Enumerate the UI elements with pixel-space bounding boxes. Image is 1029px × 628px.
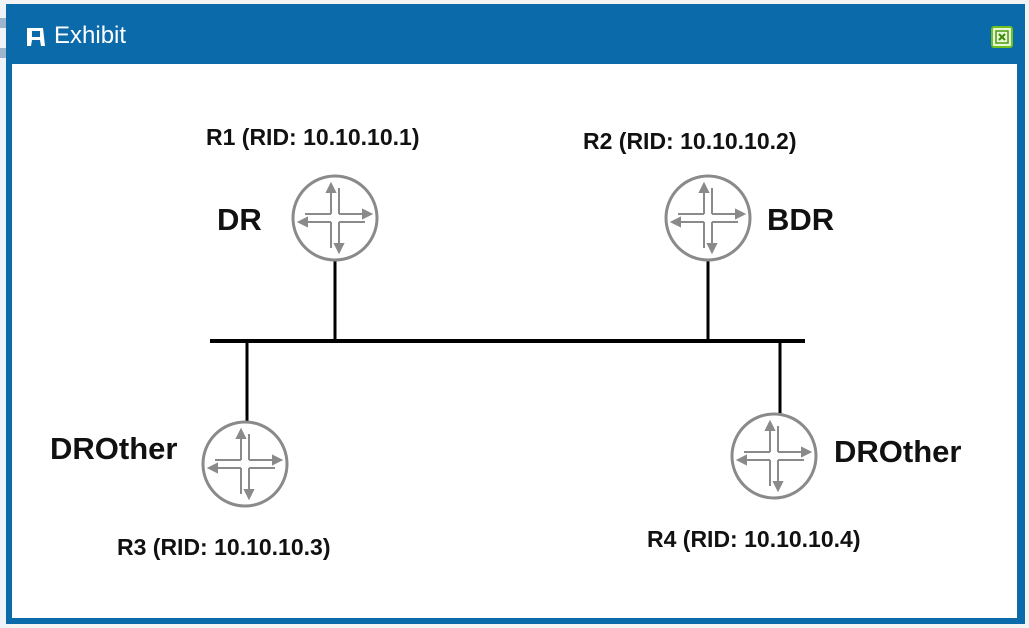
router-icon	[730, 412, 818, 500]
router-r4-label: R4 (RID: 10.10.10.4)	[647, 526, 861, 552]
network-diagram	[201, 174, 818, 508]
exhibit-icon	[24, 26, 48, 48]
router-r2-label: R2 (RID: 10.10.10.2)	[583, 128, 797, 154]
router-icon	[201, 420, 289, 508]
titlebar[interactable]: Exhibit	[6, 4, 1025, 64]
background-window-edge	[0, 0, 10, 628]
close-button[interactable]	[991, 26, 1013, 48]
router-r1-role: DR	[217, 202, 262, 237]
close-icon	[995, 30, 1009, 44]
router-icon	[664, 174, 752, 262]
router-r1-label: R1 (RID: 10.10.10.1)	[206, 124, 420, 150]
exhibit-window: Exhibit	[6, 4, 1025, 624]
router-r2-role: BDR	[767, 202, 835, 237]
router-r3-label: R3 (RID: 10.10.10.3)	[117, 534, 331, 560]
exhibit-content: R1 (RID: 10.10.10.1) DR R2 (RID: 10.10.1…	[12, 64, 1017, 618]
router-r4-role: DROther	[834, 434, 962, 469]
router-r3-role: DROther	[50, 431, 178, 466]
router-icon	[291, 174, 379, 262]
window-title: Exhibit	[54, 22, 127, 49]
